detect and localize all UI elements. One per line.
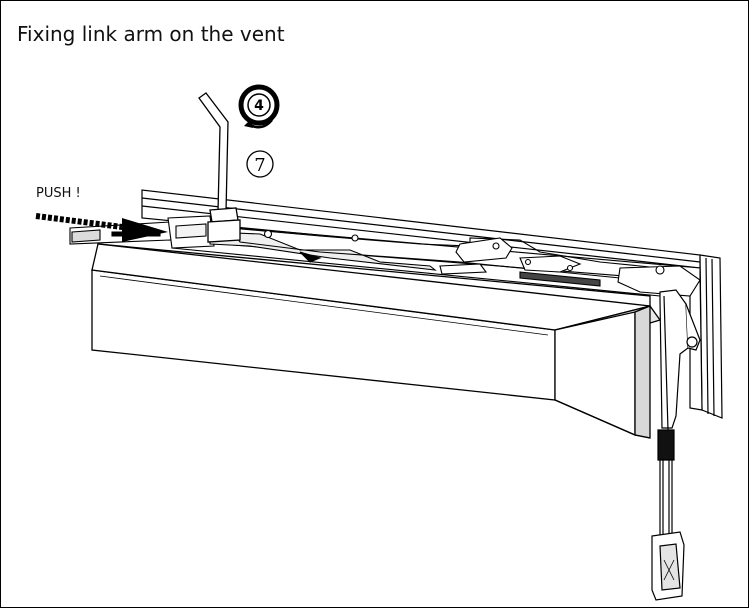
- side-stay-arm: [651, 289, 701, 601]
- push-arrow: [35, 213, 168, 242]
- figure-title: Fixing link arm on the vent: [17, 22, 285, 46]
- step-4-rotate-icon: 4: [238, 84, 280, 129]
- step-7-number: 7: [254, 155, 265, 176]
- allen-key-tool: [198, 92, 241, 243]
- vent-sash: [91, 243, 662, 439]
- step-7-marker: 7: [246, 150, 274, 178]
- step-4-number: 4: [254, 98, 264, 114]
- push-label: PUSH !: [36, 186, 81, 201]
